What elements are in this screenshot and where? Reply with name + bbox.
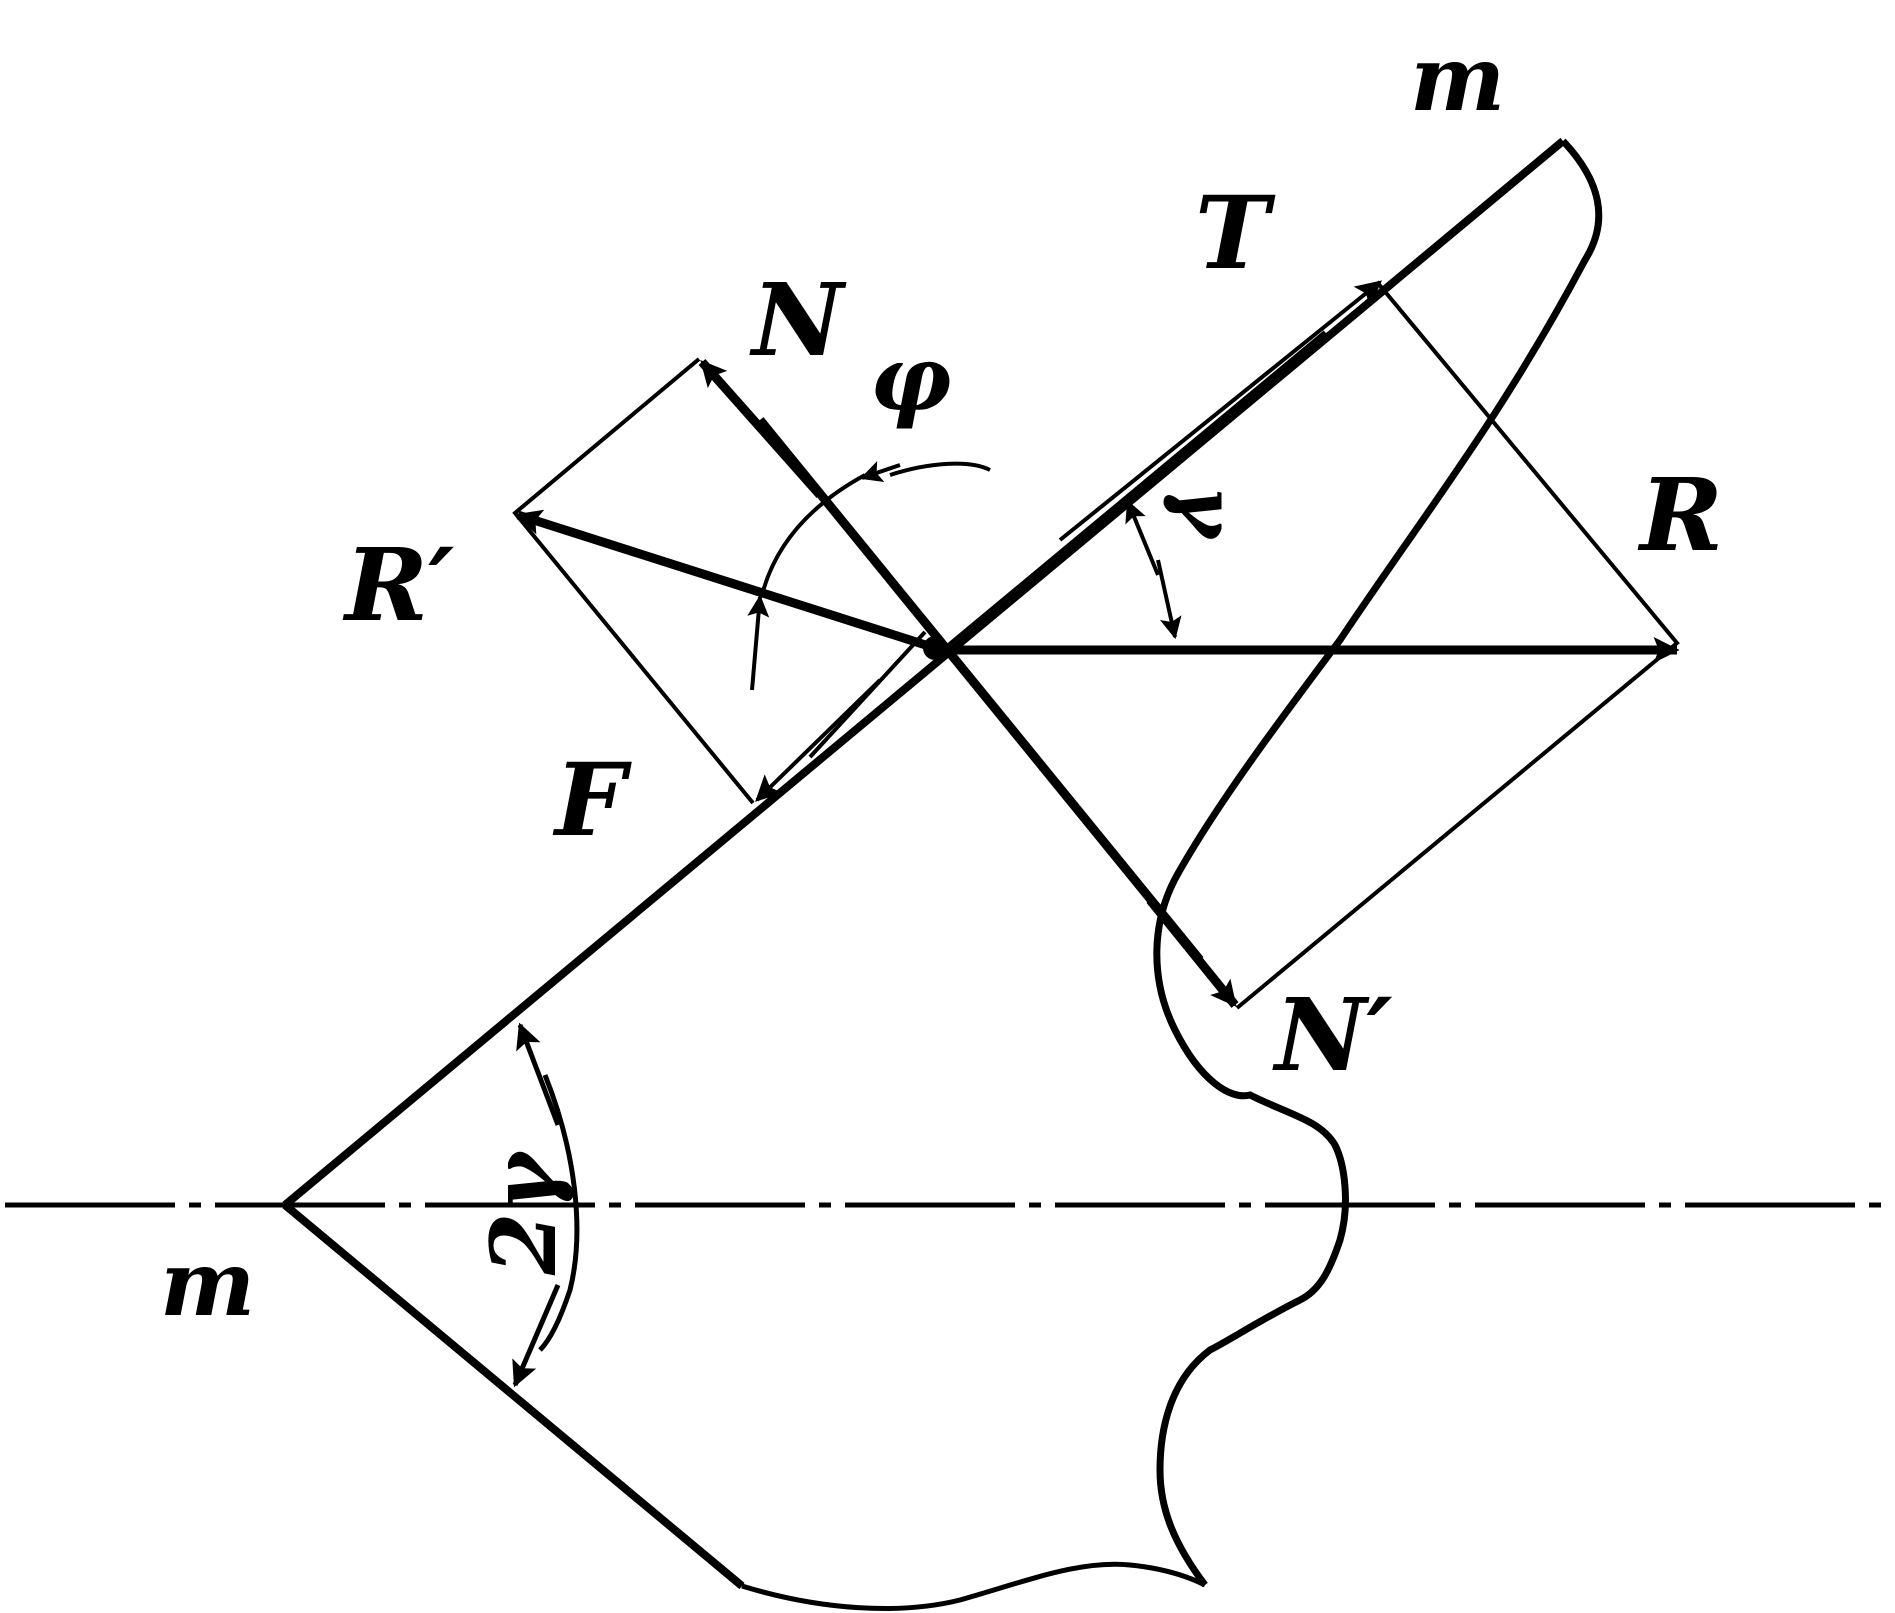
force-r-prime-arrow	[515, 509, 937, 653]
upper-face-line	[282, 137, 1566, 1209]
label-r-prime: R′	[342, 526, 454, 644]
angle-phi-arrow-bottom	[747, 594, 770, 691]
angle-2gamma-arrow-top	[516, 1022, 561, 1126]
parallelogram-r	[1235, 280, 1680, 1010]
label-n-prime: N′	[1272, 976, 1393, 1094]
label-r: R	[1637, 456, 1723, 574]
angle-2gamma-arrow-bottom	[512, 1284, 561, 1388]
label-phi: φ	[870, 326, 951, 432]
label-2gamma: 2γ	[471, 1149, 577, 1276]
angle-gamma-arrow-bottom	[1156, 559, 1182, 640]
force-f-arrow	[755, 678, 882, 802]
angle-phi-leader	[889, 461, 991, 477]
force-t-arrow	[1058, 280, 1383, 542]
lower-face-line	[282, 1201, 745, 1590]
angle-phi-arrow-top	[859, 461, 901, 482]
angle-phi-arc	[760, 473, 866, 596]
force-n-prime-arrow	[1146, 897, 1239, 1008]
angle-gamma-arrow-top	[1125, 499, 1160, 576]
body-break-outline	[1153, 138, 1603, 1588]
parallelogram-r-prime	[512, 357, 755, 805]
force-n-arrow	[698, 359, 824, 498]
label-m-left: m	[160, 1231, 255, 1337]
label-gamma: γ	[1161, 485, 1255, 541]
label-m-top: m	[1410, 26, 1505, 132]
application-point	[923, 636, 947, 660]
force-t-shaft	[938, 330, 1327, 654]
label-n: N	[749, 261, 847, 379]
bottom-break-outline	[741, 1561, 1207, 1611]
angle-2gamma-arc	[538, 1074, 580, 1352]
label-f: F	[552, 741, 632, 859]
normal-line	[756, 417, 1204, 963]
label-t: T	[1195, 174, 1276, 292]
